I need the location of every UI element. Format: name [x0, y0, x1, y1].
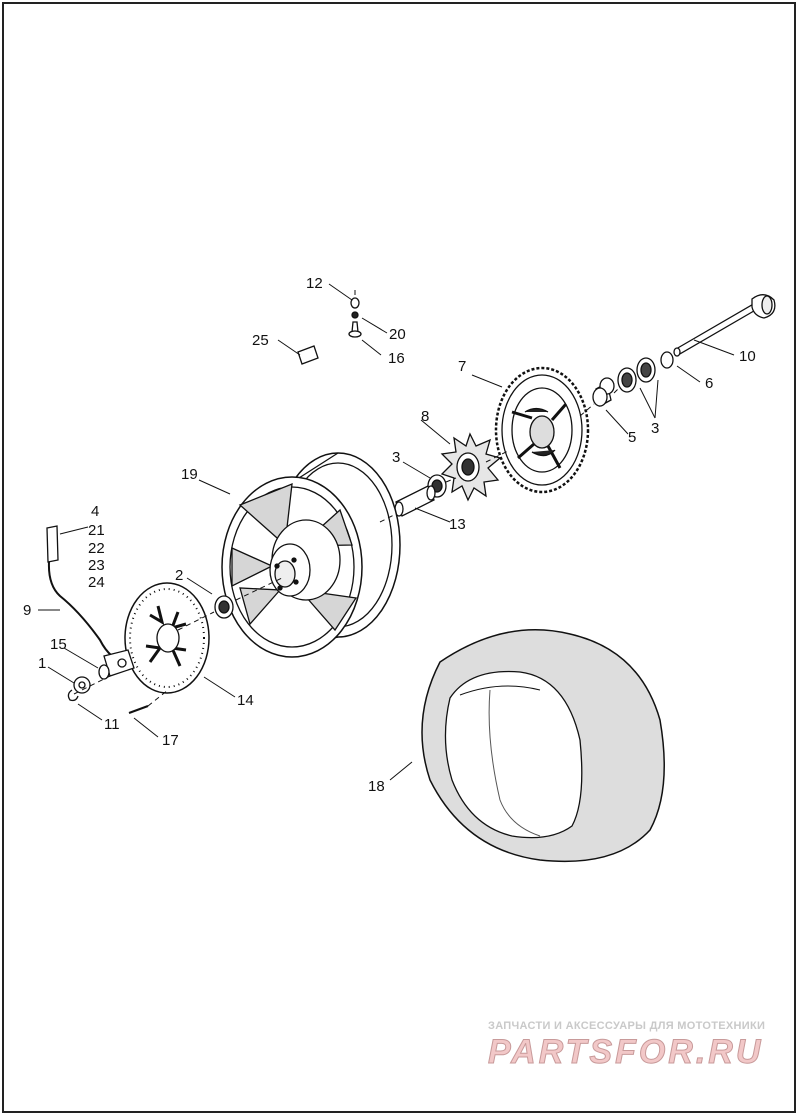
callout-3-hub: 3	[392, 449, 400, 466]
watermark-logo: PARTSFOR.RU	[487, 1033, 764, 1072]
clip-part-11	[67, 689, 79, 702]
callout-12: 12	[306, 275, 323, 292]
brake-disc-part	[124, 582, 210, 694]
callout-21: 21	[88, 522, 105, 539]
valve-stem-part	[348, 297, 362, 338]
sprocket-part	[494, 366, 590, 494]
callout-4: 4	[91, 503, 99, 520]
callout-7: 7	[458, 358, 466, 375]
bearing-part-upper	[617, 357, 656, 393]
callout-19: 19	[181, 466, 198, 483]
callout-18: 18	[368, 778, 385, 795]
callout-10: 10	[739, 348, 756, 365]
callout-24: 24	[88, 574, 105, 591]
leader-lines	[38, 283, 735, 781]
callout-11: 11	[104, 716, 120, 733]
sleeve-part	[394, 485, 436, 517]
callout-2: 2	[175, 567, 183, 584]
screw-part-17	[128, 705, 149, 714]
callout-6: 6	[705, 375, 713, 392]
watermark-tagline: ЗАПЧАСТИ И АКСЕССУАРЫ ДЛЯ МОТОТЕХНИКИ	[488, 1020, 766, 1032]
spacer-part	[592, 377, 615, 407]
callout-25: 25	[252, 332, 269, 349]
balance-weight-part	[297, 345, 319, 365]
isolator-part	[440, 432, 502, 502]
center-lines	[73, 290, 619, 707]
washer-part	[660, 351, 674, 369]
callout-9: 9	[23, 602, 31, 619]
callout-15: 15	[50, 636, 67, 653]
callout-22: 22	[88, 540, 105, 557]
washer-part-15	[98, 664, 110, 680]
callout-14: 14	[237, 692, 254, 709]
bearing-part-front	[214, 595, 234, 619]
callout-1: 1	[38, 655, 46, 672]
callout-8: 8	[421, 408, 429, 425]
callout-3-axle: 3	[651, 420, 659, 437]
callout-20: 20	[389, 326, 406, 343]
callout-13: 13	[449, 516, 466, 533]
wheel-speed-sensor-part	[46, 525, 135, 677]
callout-5: 5	[628, 429, 636, 446]
callout-17: 17	[162, 732, 179, 749]
tire-part	[421, 629, 665, 863]
callout-23: 23	[88, 557, 105, 574]
wheel-part	[221, 452, 401, 658]
nut-part-1	[73, 676, 91, 694]
axle-part	[673, 294, 776, 357]
callout-16: 16	[388, 350, 405, 367]
